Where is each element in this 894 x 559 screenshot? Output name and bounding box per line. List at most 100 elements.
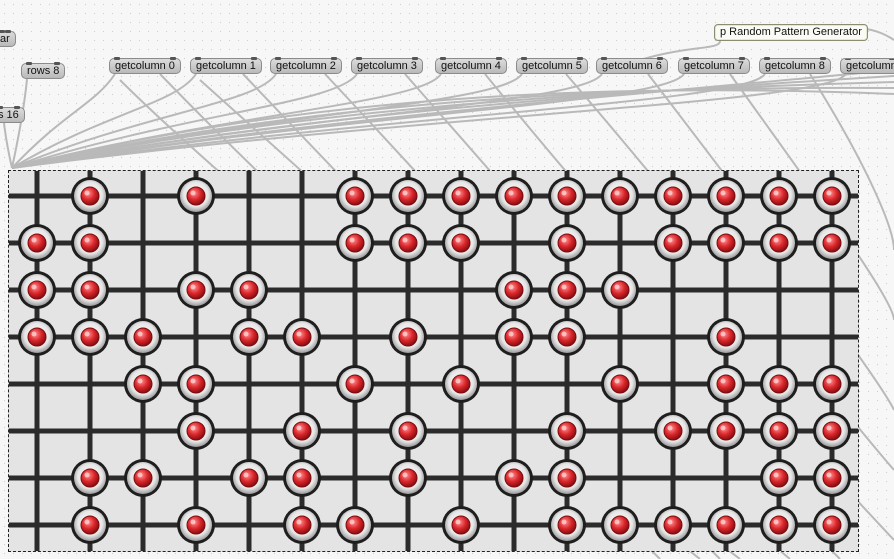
getcolumn-4-object[interactable]: getcolumn 4 xyxy=(435,57,507,74)
patch-cord[interactable] xyxy=(11,78,28,169)
matrix-cell-on[interactable] xyxy=(389,318,427,356)
getcolumn-5-object[interactable]: getcolumn 5 xyxy=(516,57,588,74)
matrix-cell-on[interactable] xyxy=(813,177,851,215)
matrix-cell-on[interactable] xyxy=(760,224,798,262)
matrix-cell-on[interactable] xyxy=(495,177,533,215)
getcolumn-7-object[interactable]: getcolumn 7 xyxy=(678,57,750,74)
random-pattern-generator-subpatcher[interactable]: p Random Pattern Generator xyxy=(714,24,868,41)
matrix-cell-on[interactable] xyxy=(707,318,745,356)
matrix-cell-on[interactable] xyxy=(442,365,480,403)
matrix-cell-on[interactable] xyxy=(71,506,109,544)
matrix-cell-on[interactable] xyxy=(548,318,586,356)
matrix-cell-on[interactable] xyxy=(177,506,215,544)
getcolumn-6-object[interactable]: getcolumn 6 xyxy=(596,57,668,74)
matrix-cell-on[interactable] xyxy=(760,459,798,497)
matrix-cell-on[interactable] xyxy=(124,459,162,497)
patch-cord[interactable] xyxy=(11,73,197,169)
matrix-cell-on[interactable] xyxy=(707,365,745,403)
matrix-cell-on[interactable] xyxy=(760,365,798,403)
matrix-cell-on[interactable] xyxy=(442,177,480,215)
matrix-cell-on[interactable] xyxy=(283,506,321,544)
matrix-cell-on[interactable] xyxy=(601,177,639,215)
matrix-cell-on[interactable] xyxy=(177,177,215,215)
matrix-cell-on[interactable] xyxy=(654,506,692,544)
patch-cord[interactable] xyxy=(11,73,116,169)
patch-cord[interactable] xyxy=(11,81,894,169)
matrix-cell-on[interactable] xyxy=(760,177,798,215)
patch-cord[interactable] xyxy=(3,122,13,169)
matrix-cell-on[interactable] xyxy=(707,506,745,544)
matrix-cell-on[interactable] xyxy=(707,177,745,215)
matrix-cell-on[interactable] xyxy=(71,318,109,356)
matrix-cell-on[interactable] xyxy=(124,365,162,403)
getcolumn-3-object[interactable]: getcolumn 3 xyxy=(351,57,423,74)
matrix-cell-on[interactable] xyxy=(177,412,215,450)
getcolumn-partial-object[interactable]: getcolumn xyxy=(840,58,894,74)
matrix-cell-on[interactable] xyxy=(177,365,215,403)
matrix-cell-on[interactable] xyxy=(548,177,586,215)
matrix-cell-on[interactable] xyxy=(760,412,798,450)
matrix-cell-on[interactable] xyxy=(495,459,533,497)
matrix-cell-on[interactable] xyxy=(283,318,321,356)
matrix-cell-on[interactable] xyxy=(548,224,586,262)
patch-cord[interactable] xyxy=(11,73,277,169)
patch-cord[interactable] xyxy=(11,73,442,169)
matrix-cell-on[interactable] xyxy=(813,506,851,544)
matrix-cell-on[interactable] xyxy=(336,506,374,544)
patch-cord[interactable] xyxy=(11,73,523,169)
patch-cord[interactable] xyxy=(11,73,358,169)
matrix-cell-on[interactable] xyxy=(230,271,268,309)
matrix-cell-on[interactable] xyxy=(336,224,374,262)
matrix-cell-on[interactable] xyxy=(654,224,692,262)
matrix-cell-on[interactable] xyxy=(389,224,427,262)
getcolumn-1-object[interactable]: getcolumn 1 xyxy=(190,57,262,74)
getcolumn-8-object[interactable]: getcolumn 8 xyxy=(759,57,831,74)
patch-cord[interactable] xyxy=(11,75,894,169)
patch-cord[interactable] xyxy=(11,73,603,169)
matrix-cell-on[interactable] xyxy=(71,177,109,215)
patch-cord[interactable] xyxy=(11,73,766,169)
matrix-cell-on[interactable] xyxy=(654,412,692,450)
matrixctrl-grid[interactable] xyxy=(8,170,859,552)
matrix-cell-on[interactable] xyxy=(813,412,851,450)
patch-cord[interactable] xyxy=(11,89,894,169)
matrix-cell-on[interactable] xyxy=(18,271,56,309)
matrix-cell-on[interactable] xyxy=(18,224,56,262)
matrix-cell-on[interactable] xyxy=(548,271,586,309)
matrix-cell-on[interactable] xyxy=(813,459,851,497)
getcolumn-2-object[interactable]: getcolumn 2 xyxy=(270,57,342,74)
matrix-cell-on[interactable] xyxy=(336,365,374,403)
matrix-cell-on[interactable] xyxy=(813,365,851,403)
matrix-cell-on[interactable] xyxy=(548,412,586,450)
matrix-cell-on[interactable] xyxy=(601,506,639,544)
matrix-cell-on[interactable] xyxy=(18,318,56,356)
matrix-cell-on[interactable] xyxy=(495,318,533,356)
matrix-cell-on[interactable] xyxy=(442,506,480,544)
object-box-ar[interactable]: ar xyxy=(0,30,16,47)
matrix-cell-on[interactable] xyxy=(707,224,745,262)
patch-cord[interactable] xyxy=(11,69,894,169)
matrix-cell-on[interactable] xyxy=(601,365,639,403)
matrix-cell-on[interactable] xyxy=(442,224,480,262)
matrix-cell-on[interactable] xyxy=(654,177,692,215)
matrix-cell-on[interactable] xyxy=(71,224,109,262)
matrix-cell-on[interactable] xyxy=(813,224,851,262)
rows-8-object[interactable]: rows 8 xyxy=(21,62,66,79)
matrix-cell-on[interactable] xyxy=(71,271,109,309)
matrix-cell-on[interactable] xyxy=(760,506,798,544)
matrix-cell-on[interactable] xyxy=(548,459,586,497)
matrix-cell-on[interactable] xyxy=(283,459,321,497)
matrix-cell-on[interactable] xyxy=(336,177,374,215)
matrix-cell-on[interactable] xyxy=(389,177,427,215)
getcolumn-0-object[interactable]: getcolumn 0 xyxy=(109,57,181,74)
matrix-cell-on[interactable] xyxy=(230,459,268,497)
patch-cord[interactable] xyxy=(11,86,894,169)
matrix-cell-on[interactable] xyxy=(71,459,109,497)
matrix-cell-on[interactable] xyxy=(177,271,215,309)
matrix-cell-on[interactable] xyxy=(548,506,586,544)
matrix-cell-on[interactable] xyxy=(707,412,745,450)
matrix-cell-on[interactable] xyxy=(601,271,639,309)
matrix-cell-on[interactable] xyxy=(389,412,427,450)
matrix-cell-on[interactable] xyxy=(230,318,268,356)
columns-16-object[interactable]: s 16 xyxy=(0,106,25,123)
